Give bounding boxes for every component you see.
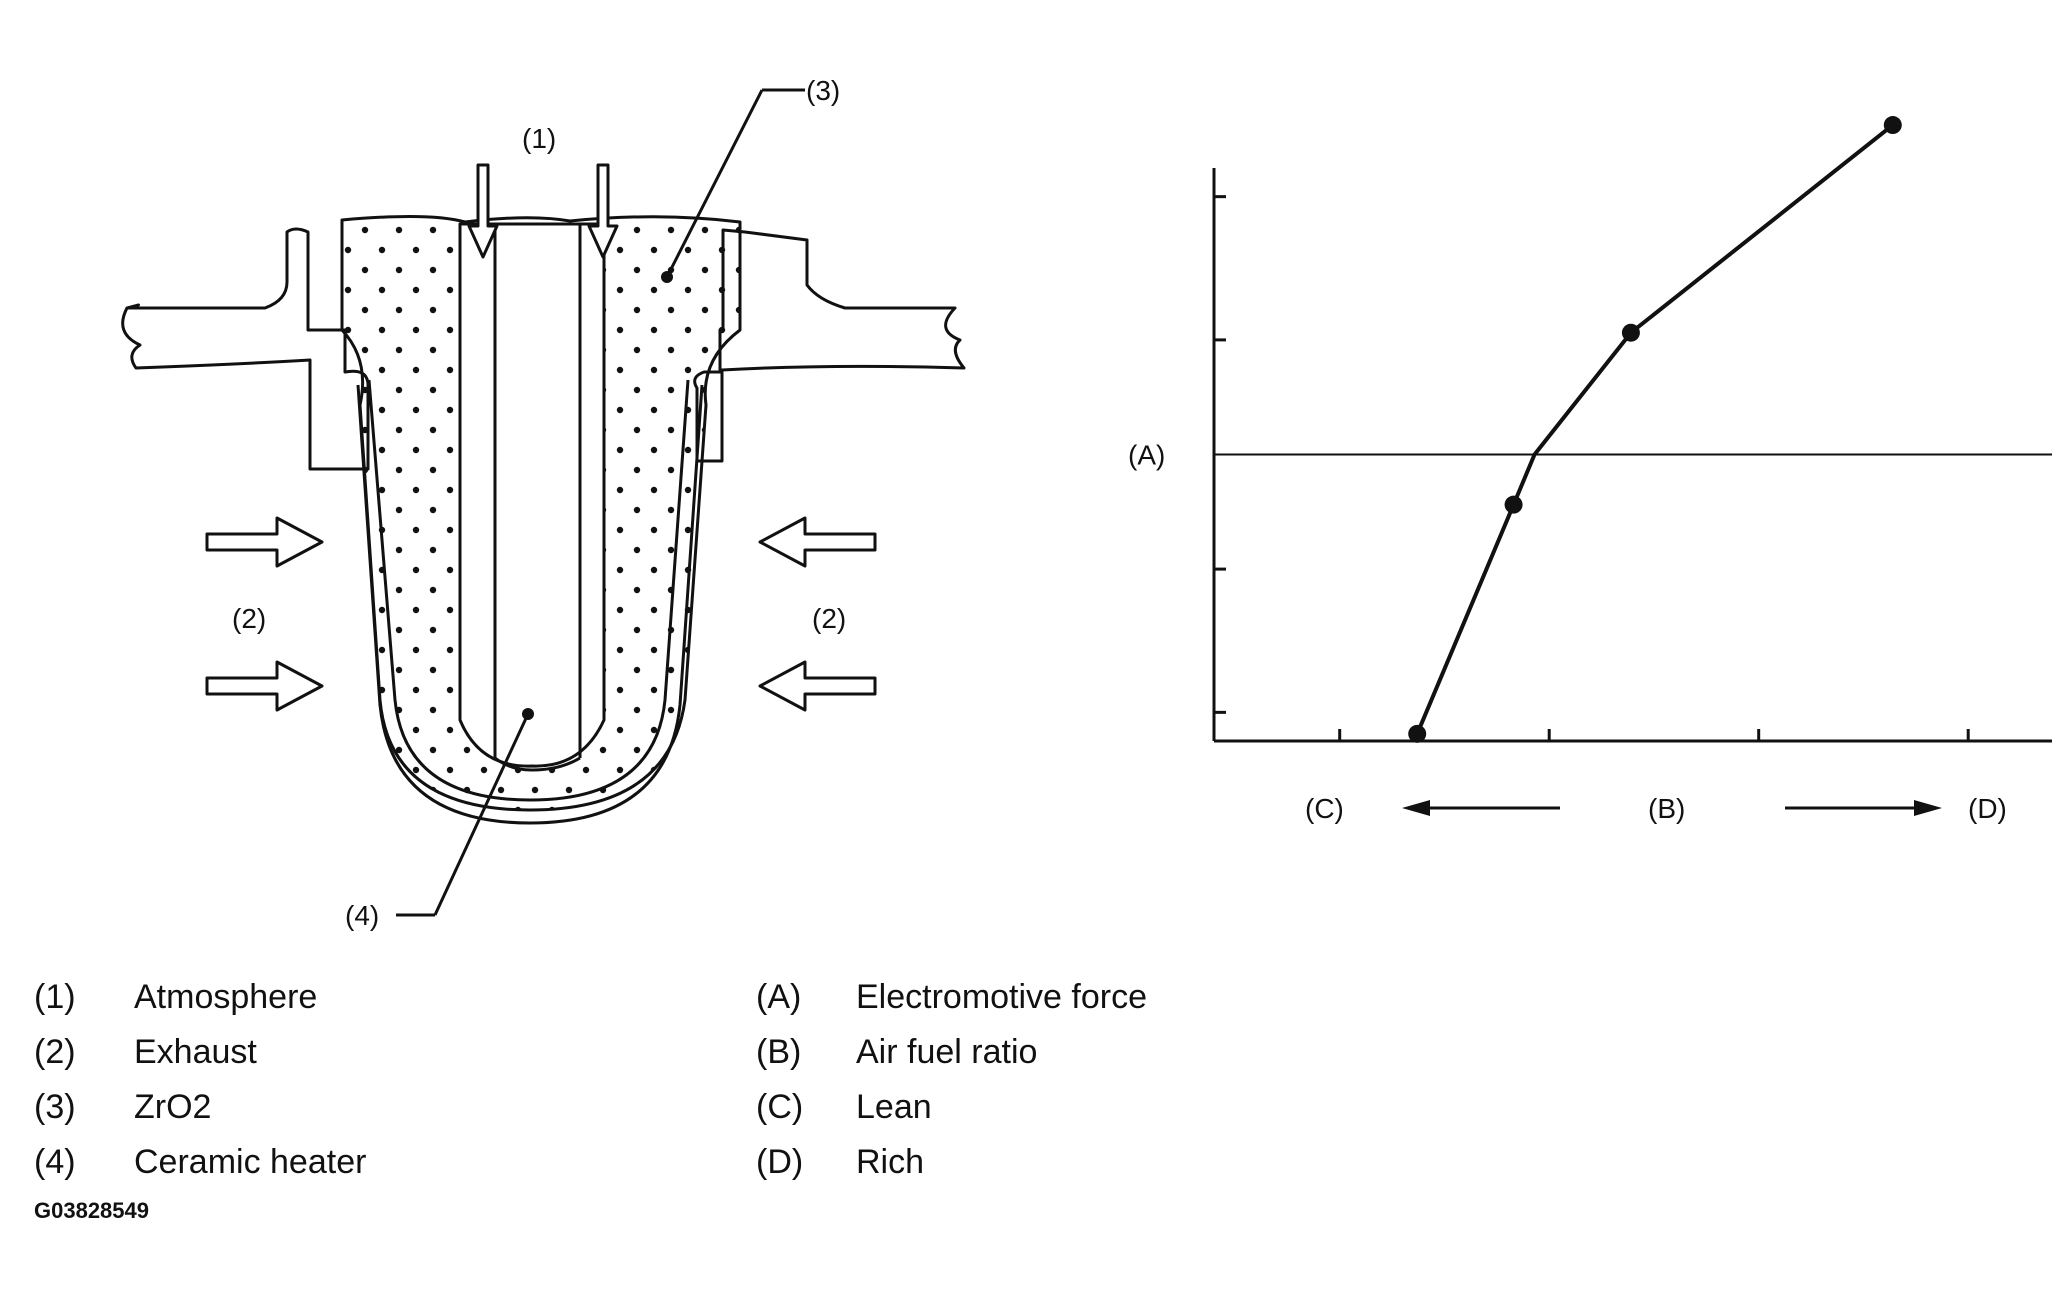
leader-dot-3 — [661, 271, 673, 283]
data-point — [1621, 323, 1640, 342]
callout-3: (3) — [806, 75, 840, 106]
legend-right-label: Lean — [856, 1088, 932, 1126]
legend-left-row: (3) ZrO2 — [34, 1080, 366, 1135]
legend-left: (1) Atmosphere (2) Exhaust (3) ZrO2 (4) Ceramic… — [34, 970, 366, 1190]
exhaust-arrow-left-bottom — [205, 660, 324, 712]
legend-left-label: ZrO2 — [134, 1088, 212, 1126]
legend-right-key: (C) — [756, 1088, 804, 1126]
exhaust-arrow-right-top — [758, 516, 877, 568]
legend-right-label: Electromotive force — [856, 978, 1147, 1016]
outer-electrode-layer — [367, 379, 690, 802]
series-line — [1415, 123, 1895, 735]
callout-2-left: (2) — [232, 603, 266, 634]
callout-1: (1) — [522, 123, 556, 154]
x-axis-label: (B) — [1648, 793, 1685, 824]
lean-arrow-head — [1402, 800, 1430, 816]
legend-left-row: (1) Atmosphere — [34, 970, 366, 1025]
atmosphere-arrow-left — [467, 163, 499, 259]
legend-right-row: (C) Lean — [756, 1080, 1147, 1135]
legend-left-label: Ceramic heater — [134, 1143, 367, 1181]
legend-right-row: (B) Air fuel ratio — [756, 1025, 1147, 1080]
data-point — [1883, 116, 1902, 135]
callout-2-right: (2) — [812, 603, 846, 634]
legend-left-row: (4) Ceramic heater — [34, 1135, 366, 1190]
legend-right-key: (D) — [756, 1143, 804, 1181]
legend-right-key: (B) — [756, 1033, 802, 1071]
legend-left-key: (2) — [34, 1033, 76, 1071]
legend-left-label: Exhaust — [134, 1033, 257, 1071]
figure-code: G03828549 — [34, 1198, 149, 1223]
x-left-label: (C) — [1305, 793, 1344, 824]
outer-shell — [356, 384, 704, 825]
data-point — [1504, 495, 1523, 514]
atmosphere-arrow-right — [587, 163, 619, 259]
y-axis-label: (A) — [1128, 440, 1165, 471]
legend-left-key: (3) — [34, 1088, 76, 1126]
legend-right: (A)Electromotive force(B)Air fuel ratio(… — [756, 970, 1147, 1190]
legend-left-key: (1) — [34, 978, 76, 1016]
x-right-label: (D) — [1968, 793, 2007, 824]
legend-left-row: (2) Exhaust — [34, 1025, 366, 1080]
exhaust-arrow-right-bottom — [758, 660, 877, 712]
rich-arrow-head — [1914, 800, 1942, 816]
legend-right-row: (D) Rich — [756, 1135, 1147, 1190]
data-point — [1408, 724, 1427, 743]
leader-line-3 — [665, 89, 764, 278]
atmosphere-channel — [458, 222, 606, 768]
exhaust-arrow-left-top — [205, 516, 324, 568]
legend-right-key: (A) — [756, 978, 802, 1016]
legend-right-label: Air fuel ratio — [856, 1033, 1038, 1071]
legend-right-row: (A) Electromotive force — [756, 970, 1147, 1025]
leader-dot-4 — [522, 708, 534, 720]
legend-right-label: Rich — [856, 1143, 925, 1181]
emf-chart: (A) (C) (B) (D) — [1128, 116, 2052, 824]
leader-line-4 — [433, 713, 530, 916]
exhaust-pipe-wall-left — [121, 227, 370, 471]
legend-left-key: (4) — [34, 1143, 76, 1181]
legend-left-label: Atmosphere — [134, 978, 318, 1016]
callout-4: (4) — [345, 900, 379, 931]
oxygen-sensor-cross-section — [121, 88, 966, 917]
